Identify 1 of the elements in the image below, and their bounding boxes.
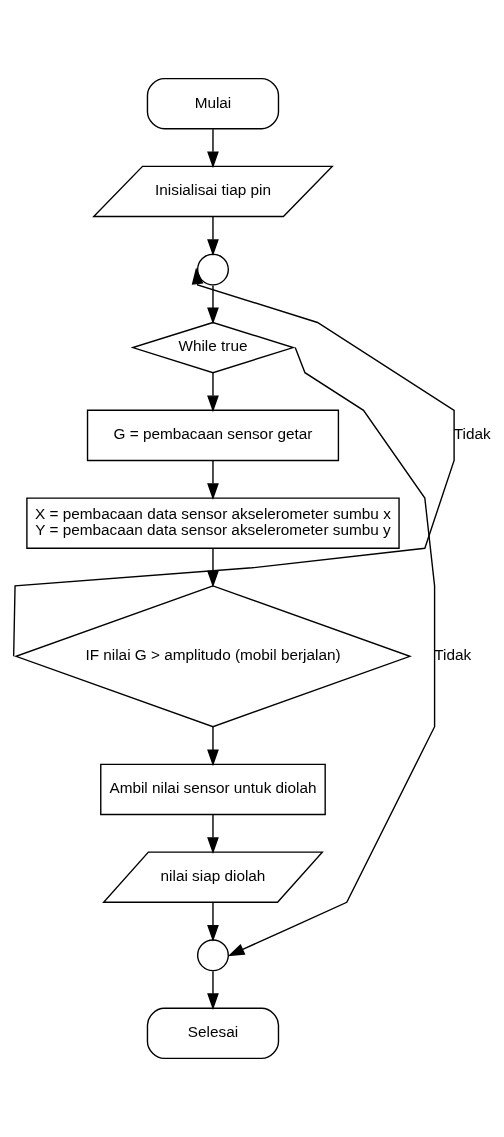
edge-label: Tidak (434, 646, 472, 664)
